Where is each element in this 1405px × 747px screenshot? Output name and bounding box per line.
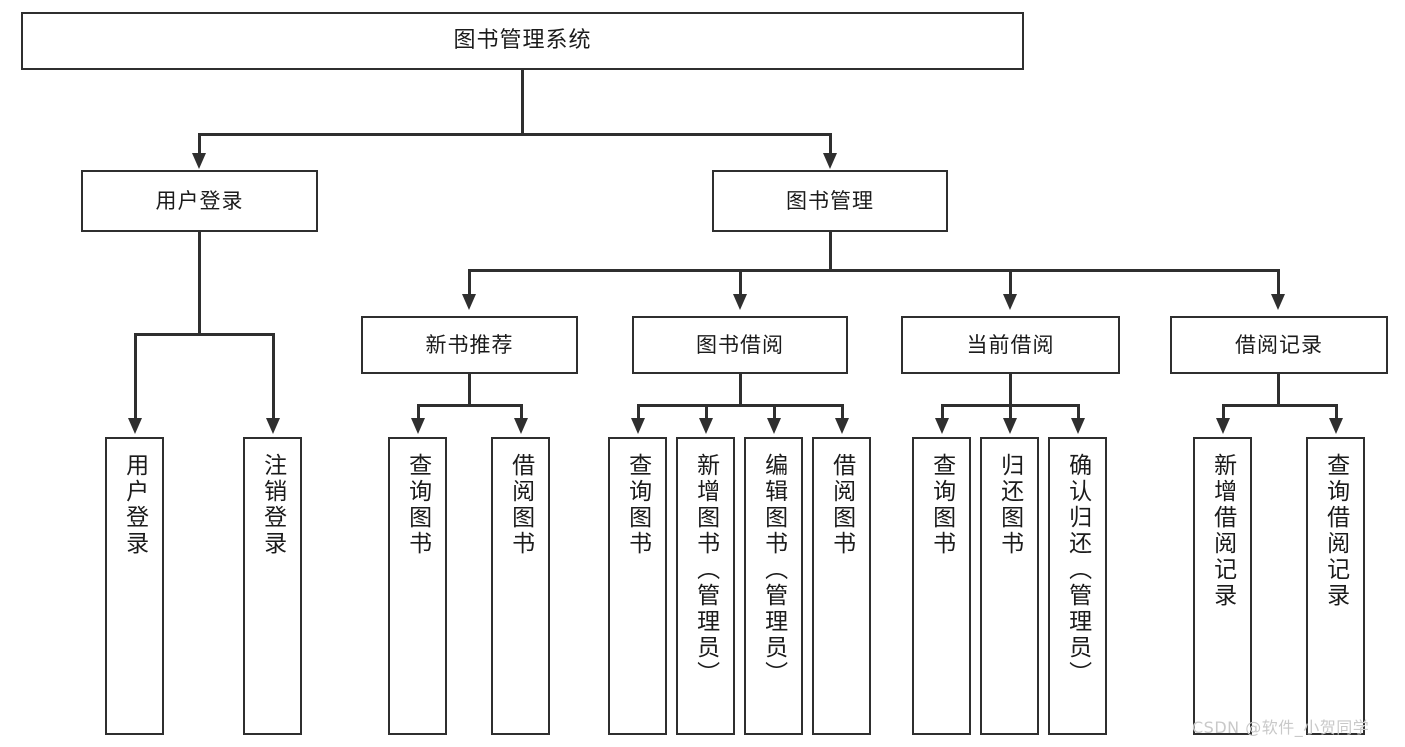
leaf-borrow-book-recommend[interactable]: 借阅图书 (491, 437, 550, 735)
connector-borrow-record-stem (1277, 374, 1280, 405)
connector-bb-leaf-3 (773, 404, 776, 421)
node-label: 用户登录 (155, 188, 244, 213)
node-label: 查询图书 (928, 453, 955, 557)
arrowhead-leaf-query-book-2 (631, 418, 645, 434)
connector-to-borrow-record (1277, 269, 1280, 296)
node-current-borrow[interactable]: 当前借阅 (901, 316, 1120, 374)
node-label: 新增借阅记录 (1209, 453, 1236, 609)
connector-nbr-leaf-2 (520, 404, 523, 421)
leaf-user-login[interactable]: 用户登录 (105, 437, 164, 735)
connector-cb-leaf-2 (1009, 404, 1012, 421)
leaf-query-borrow-record[interactable]: 查询借阅记录 (1306, 437, 1365, 735)
node-label: 借阅记录 (1235, 332, 1323, 357)
node-new-book-recommend[interactable]: 新书推荐 (361, 316, 578, 374)
node-label: 归还图书 (996, 453, 1023, 557)
node-book-borrow[interactable]: 图书借阅 (632, 316, 848, 374)
node-label: 借阅图书 (507, 453, 534, 557)
arrowhead-leaf-query-book-3 (935, 418, 949, 434)
connector-bb-leaf-2 (705, 404, 708, 421)
connector-current-borrow-stem (1009, 374, 1012, 405)
connector-user-login-stem (198, 232, 201, 334)
leaf-add-borrow-record[interactable]: 新增借阅记录 (1193, 437, 1252, 735)
connector-cb-leaf-3 (1077, 404, 1080, 421)
connector-root-to-book-management (829, 133, 832, 157)
leaf-borrow-book[interactable]: 借阅图书 (812, 437, 871, 735)
connector-br-leaf-1 (1222, 404, 1225, 421)
leaf-query-book-recommend[interactable]: 查询图书 (388, 437, 447, 735)
arrowhead-user-login (192, 153, 206, 169)
connector-level3-bus (468, 269, 1279, 272)
node-borrow-record[interactable]: 借阅记录 (1170, 316, 1388, 374)
arrowhead-leaf-query-record (1329, 418, 1343, 434)
node-label: 当前借阅 (966, 332, 1055, 357)
connector-book-management-stem (829, 232, 832, 271)
node-label: 查询图书 (624, 453, 651, 557)
connector-user-login-to-leaf-1 (134, 333, 137, 421)
arrowhead-leaf-borrow-book-1 (514, 418, 528, 434)
arrowhead-leaf-query-book-1 (411, 418, 425, 434)
connector-to-new-book-recommend (468, 269, 471, 296)
node-label: 图书借阅 (696, 332, 784, 357)
node-user-login[interactable]: 用户登录 (81, 170, 318, 232)
node-label: 新增图书（管理员） (692, 453, 719, 687)
node-label: 注销登录 (259, 453, 286, 557)
connector-book-borrow-bus (637, 404, 843, 407)
arrowhead-leaf-return-book (1003, 418, 1017, 434)
node-book-management[interactable]: 图书管理 (712, 170, 948, 232)
connector-to-current-borrow (1009, 269, 1012, 296)
arrowhead-leaf-user-login (128, 418, 142, 434)
arrowhead-leaf-add-book (699, 418, 713, 434)
arrowhead-book-borrow (733, 294, 747, 310)
leaf-query-book-current[interactable]: 查询图书 (912, 437, 971, 735)
node-label: 图书管理系统 (453, 28, 592, 54)
arrowhead-new-book-recommend (462, 294, 476, 310)
node-root-图书管理系统[interactable]: 图书管理系统 (21, 12, 1024, 70)
connector-root-stem (521, 70, 524, 134)
connector-root-bus (198, 133, 830, 136)
node-label: 新书推荐 (425, 332, 514, 357)
connector-book-borrow-stem (739, 374, 742, 405)
csdn-watermark: CSDN @软件_小贺同学 (1192, 718, 1370, 737)
leaf-return-book[interactable]: 归还图书 (980, 437, 1039, 735)
arrowhead-current-borrow (1003, 294, 1017, 310)
connector-cb-leaf-1 (941, 404, 944, 421)
connector-nbr-leaf-1 (417, 404, 420, 421)
node-label: 借阅图书 (828, 453, 855, 557)
arrowhead-leaf-edit-book (767, 418, 781, 434)
node-label: 用户登录 (121, 453, 148, 557)
leaf-edit-book[interactable]: 编辑图书（管理员） (744, 437, 803, 735)
leaf-logout[interactable]: 注销登录 (243, 437, 302, 735)
node-label: 查询借阅记录 (1322, 453, 1349, 609)
node-label: 图书管理 (786, 188, 874, 213)
connector-bb-leaf-4 (841, 404, 844, 421)
arrowhead-book-management (823, 153, 837, 169)
connector-user-login-bus (134, 333, 274, 336)
leaf-confirm-return[interactable]: 确认归还（管理员） (1048, 437, 1107, 735)
connector-to-book-borrow (739, 269, 742, 296)
connector-new-book-recommend-bus (417, 404, 520, 407)
node-label: 编辑图书（管理员） (760, 453, 787, 687)
leaf-add-book[interactable]: 新增图书（管理员） (676, 437, 735, 735)
arrowhead-leaf-logout (266, 418, 280, 434)
connector-root-to-user-login (198, 133, 201, 157)
arrowhead-leaf-borrow-book-2 (835, 418, 849, 434)
node-label: 确认归还（管理员） (1064, 453, 1091, 687)
connector-borrow-record-bus (1222, 404, 1335, 407)
arrowhead-leaf-add-record (1216, 418, 1230, 434)
arrowhead-leaf-confirm-return (1071, 418, 1085, 434)
connector-br-leaf-2 (1335, 404, 1338, 421)
arrowhead-borrow-record (1271, 294, 1285, 310)
connector-user-login-to-leaf-2 (272, 333, 275, 421)
connector-bb-leaf-1 (637, 404, 640, 421)
connector-new-book-recommend-stem (468, 374, 471, 405)
leaf-query-book-borrow[interactable]: 查询图书 (608, 437, 667, 735)
node-label: 查询图书 (404, 453, 431, 557)
